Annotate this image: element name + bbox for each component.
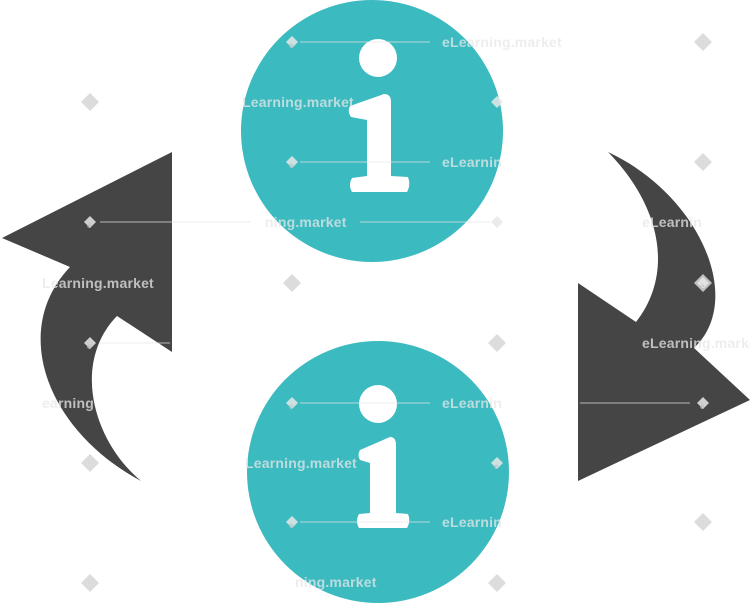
info-stem — [357, 437, 410, 528]
watermark-diamond-icon — [286, 36, 298, 48]
watermark-text: eLearnin — [442, 154, 502, 170]
watermark-logo-letter: e — [494, 462, 499, 471]
watermark-diamond-icon — [286, 516, 298, 528]
watermark-diamond-icon — [697, 277, 709, 289]
watermark-diamond-icon — [81, 93, 99, 111]
curved-arrow-down-right-icon — [578, 152, 750, 481]
watermark-diamond-icon — [491, 457, 503, 469]
watermark-diamond-icon — [286, 156, 298, 168]
curved-arrow-up-left-icon — [2, 152, 172, 481]
watermark-diamond-icon — [491, 96, 503, 108]
watermark-diamond-icon — [286, 397, 298, 409]
watermark-logo-letter: e — [700, 282, 705, 291]
watermark-text: eLearnin — [642, 214, 702, 230]
watermark-diamond-icon — [488, 334, 506, 352]
info-icon — [241, 0, 503, 262]
watermark-text: Learning.market — [42, 275, 154, 291]
watermark-diamond-icon — [491, 216, 503, 228]
watermark-text: ning.market — [295, 574, 377, 590]
watermark-logo-letter: e — [289, 161, 294, 170]
info-stem — [348, 94, 410, 192]
watermark-text: Learning.market — [245, 455, 357, 471]
watermark-diamond-icon — [84, 337, 96, 349]
watermark-logo-letter: e — [87, 221, 92, 230]
watermark-diamond-icon — [283, 274, 301, 292]
watermark-diamond-icon — [694, 153, 712, 171]
info-icon — [247, 341, 509, 603]
watermark-diamond-icon — [84, 216, 96, 228]
watermark-text: earning — [42, 395, 94, 411]
watermark-logo-letter: e — [87, 342, 92, 351]
watermark-text: Learning.market — [242, 94, 354, 110]
watermark-logo-letter: e — [289, 521, 294, 530]
watermark-diamond-icon — [697, 397, 709, 409]
info-dot — [359, 385, 397, 423]
watermark-logo-letter: e — [289, 402, 294, 411]
info-dot — [359, 39, 397, 77]
watermark-logo-letter: e — [700, 402, 705, 411]
watermark-logo-letter: e — [289, 41, 294, 50]
watermark-text: eLearnin — [442, 514, 502, 530]
watermark-diamond-icon — [81, 454, 99, 472]
watermark-diamond-icon — [694, 33, 712, 51]
watermark-diamond-icon — [694, 513, 712, 531]
watermark-text: eLearning.market — [642, 335, 750, 351]
watermark-text: eLearning.market — [442, 34, 562, 50]
watermark-layer: eLearning.marketLearning.marketeLearninn… — [42, 33, 750, 592]
watermark-text: eLearnin — [442, 395, 502, 411]
watermark-diamond-icon — [81, 574, 99, 592]
watermark-diamond-icon — [488, 574, 506, 592]
watermark-text: ning.market — [265, 214, 347, 230]
